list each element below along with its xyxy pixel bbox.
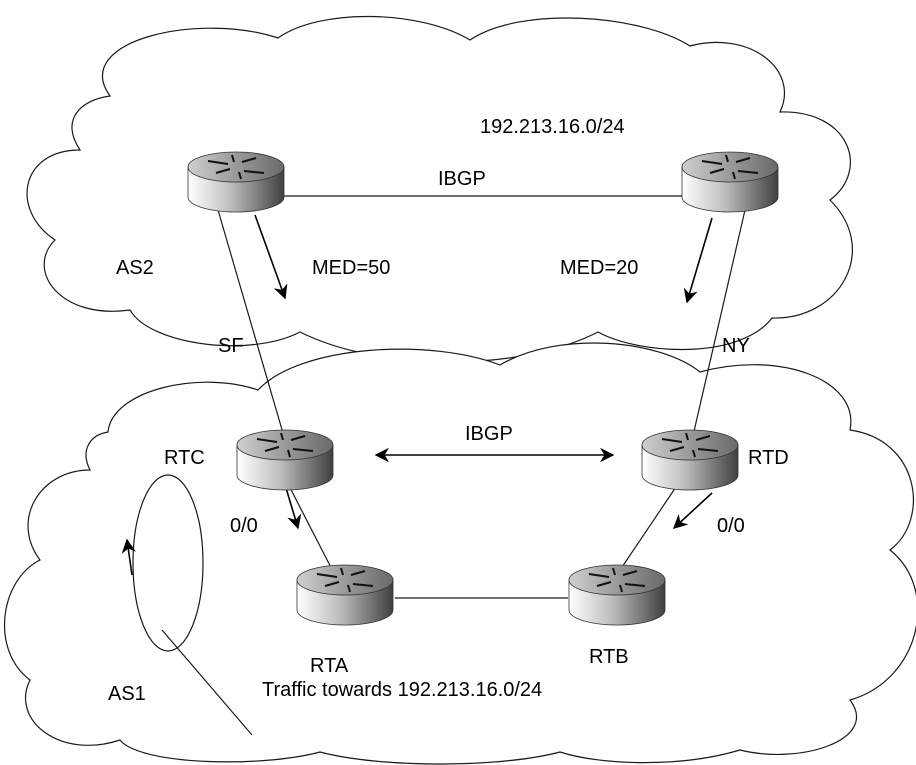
traffic-loop (132, 474, 204, 652)
as2-ibgp-label: IBGP (438, 168, 486, 190)
rtb-label: RTB (589, 646, 629, 668)
ny-link (691, 209, 746, 441)
default-left-arrow (285, 487, 302, 530)
default-right-label: 0/0 (717, 515, 745, 537)
sf-link (217, 209, 286, 441)
router-rtc-icon (236, 429, 334, 491)
med-50-arrow (254, 214, 288, 300)
rtc-label: RTC (164, 447, 205, 469)
as2-name-label: AS2 (116, 257, 154, 279)
traffic-loop-arrow (121, 538, 136, 576)
router-rtd-icon (641, 429, 739, 491)
med-20-arrow (683, 217, 713, 304)
default-right-arrow (672, 492, 713, 529)
rta-label: RTA (310, 655, 349, 677)
default-left-label: 0/0 (230, 515, 258, 537)
router-rta-icon (296, 564, 394, 626)
med-20-label: MED=20 (560, 257, 638, 279)
ny-link-label: NY (722, 335, 750, 357)
as2-prefix-label: 192.213.16.0/24 (480, 116, 625, 138)
as1-name-label: AS1 (108, 683, 146, 705)
router-sf-icon (187, 151, 285, 213)
traffic-note-label: Traffic towards 192.213.16.0/24 (262, 679, 542, 701)
as1-ibgp-label: IBGP (465, 423, 513, 445)
router-rtb-icon (568, 564, 666, 626)
sf-link-label: SF (218, 335, 244, 357)
rtd-label: RTD (748, 447, 789, 469)
med-50-label: MED=50 (312, 257, 390, 279)
as2-cloud (26, 15, 853, 363)
traffic-loop-tail (161, 629, 253, 736)
router-ny-icon (681, 151, 779, 213)
